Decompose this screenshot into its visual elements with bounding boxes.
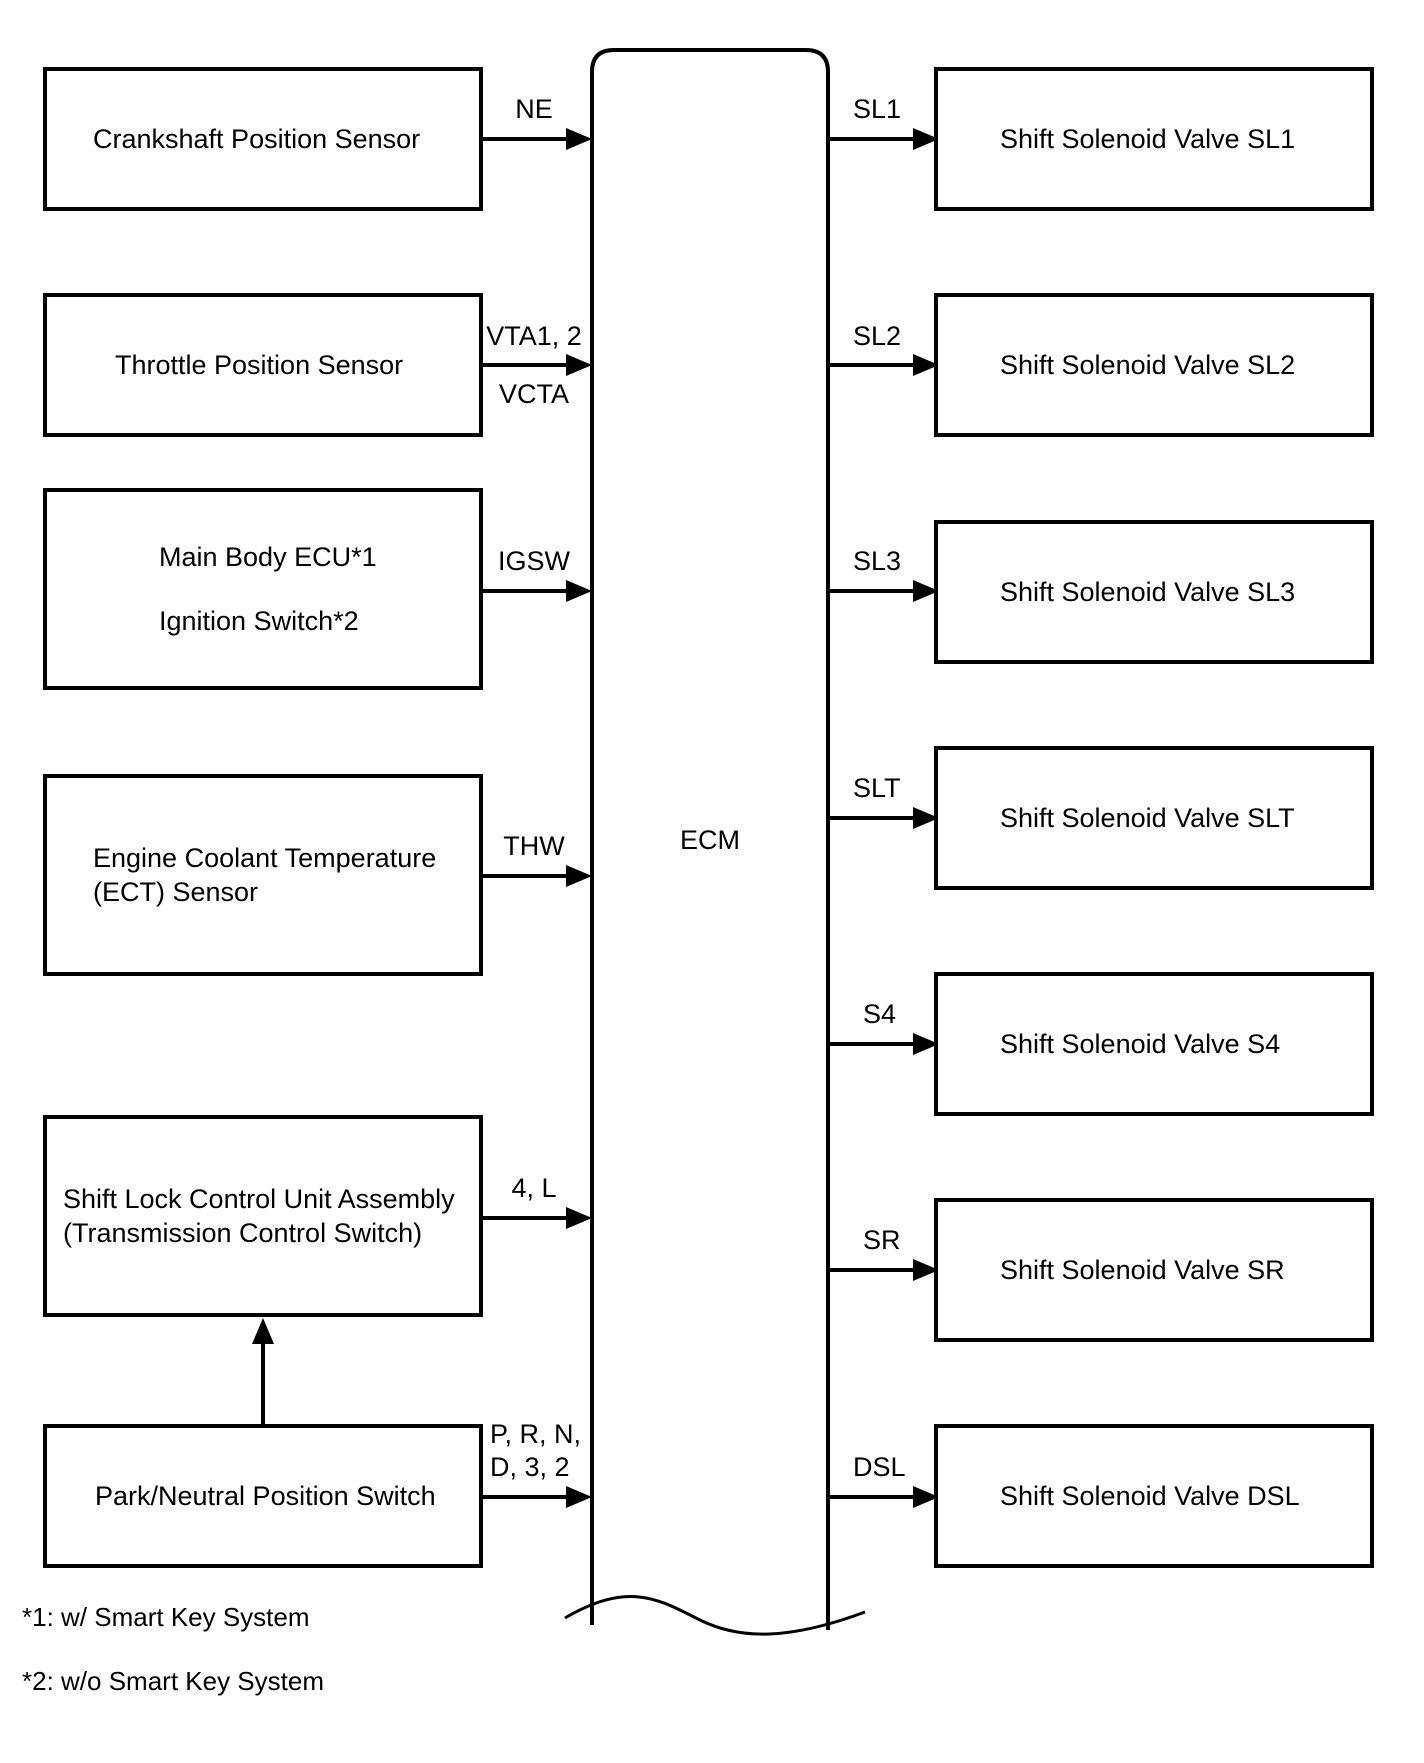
shift-solenoid-s4-label: Shift Solenoid Valve S4 [1000,1029,1281,1059]
ecm-label: ECM [680,825,740,855]
shift-solenoid-sl1-box: Shift Solenoid Valve SL1 [934,67,1374,211]
shift-lock-control-unit-box: Shift Lock Control Unit Assembly (Transm… [43,1115,483,1317]
shift-solenoid-sl1-label: Shift Solenoid Valve SL1 [1000,124,1296,154]
signal-slt: SLT [853,773,901,803]
shift-solenoid-sr-label: Shift Solenoid Valve SR [1000,1255,1285,1285]
main-body-ecu-label: Main Body ECU*1 [159,542,377,572]
shift-solenoid-slt-label: Shift Solenoid Valve SLT [1000,803,1295,833]
crankshaft-position-sensor-box: Crankshaft Position Sensor [43,67,483,211]
signal-vcta: VCTA [498,379,570,409]
signal-d32: D, 3, 2 [490,1452,570,1482]
signal-sr: SR [863,1225,901,1255]
signal-ne: NE [515,94,553,124]
shift-solenoid-sl2-label: Shift Solenoid Valve SL2 [1000,350,1296,380]
shift-solenoid-dsl-label: Shift Solenoid Valve DSL [1000,1481,1300,1511]
signal-dsl: DSL [853,1452,906,1482]
main-body-ecu-box: Main Body ECU*1 Ignition Switch*2 [43,488,483,690]
shift-solenoid-dsl-box: Shift Solenoid Valve DSL [934,1424,1374,1568]
signal-vta12: VTA1, 2 [486,321,582,351]
ect-sensor-label-line1: Engine Coolant Temperature [93,843,437,873]
ignition-switch-label: Ignition Switch*2 [159,606,359,636]
signal-igsw: IGSW [498,546,570,576]
signal-prn: P, R, N, [490,1419,582,1449]
park-neutral-switch-box: Park/Neutral Position Switch [43,1424,483,1568]
footnote-2: *2: w/o Smart Key System [22,1666,324,1696]
park-neutral-switch-label: Park/Neutral Position Switch [95,1481,436,1511]
ecm-break-line [564,1595,866,1636]
shift-solenoid-sl2-box: Shift Solenoid Valve SL2 [934,293,1374,437]
throttle-position-sensor-box: Throttle Position Sensor [43,293,483,437]
ect-sensor-label-line2: (ECT) Sensor [93,877,259,907]
signal-4l: 4, L [511,1173,557,1203]
signal-sl1: SL1 [853,94,902,124]
shift-solenoid-sl3-label: Shift Solenoid Valve SL3 [1000,577,1296,607]
footnote-1: *1: w/ Smart Key System [22,1602,310,1632]
ect-sensor-box: Engine Coolant Temperature (ECT) Sensor [43,774,483,976]
shift-lock-label-line2: (Transmission Control Switch) [63,1218,423,1248]
ecm-outline [590,48,830,1630]
shift-lock-label-line1: Shift Lock Control Unit Assembly [63,1184,455,1214]
shift-solenoid-s4-box: Shift Solenoid Valve S4 [934,972,1374,1116]
throttle-position-sensor-label: Throttle Position Sensor [115,350,404,380]
signal-thw: THW [503,831,565,861]
crankshaft-position-sensor-label: Crankshaft Position Sensor [93,124,421,154]
signal-sl3: SL3 [853,546,902,576]
signal-sl2: SL2 [853,321,902,351]
signal-s4: S4 [863,999,897,1029]
shift-solenoid-sl3-box: Shift Solenoid Valve SL3 [934,520,1374,664]
shift-solenoid-sr-box: Shift Solenoid Valve SR [934,1198,1374,1342]
shift-solenoid-slt-box: Shift Solenoid Valve SLT [934,746,1374,890]
